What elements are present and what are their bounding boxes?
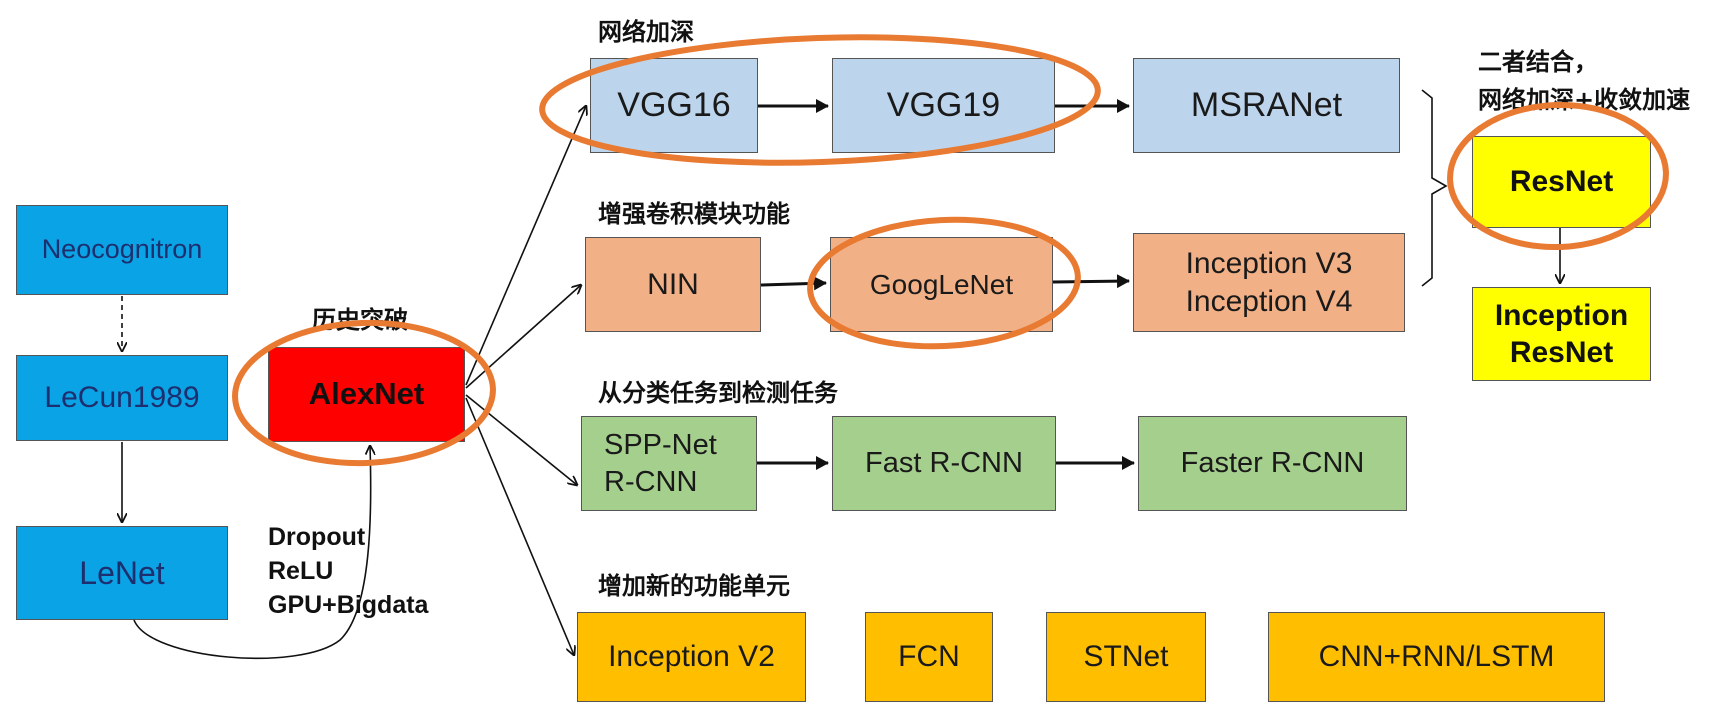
node-googlenet: GoogLeNet <box>830 237 1053 332</box>
node-lenet: LeNet <box>16 526 228 620</box>
label-combine-1: 二者结合， <box>1478 48 1598 76</box>
label-deepen: 网络加深 <box>598 18 694 46</box>
arrow-nin-googlenet <box>760 276 827 291</box>
label-enhance: 增强卷积模块功能 <box>598 200 790 228</box>
arrow-alexnet-nin <box>465 285 581 389</box>
node-fast-rcnn: Fast R-CNN <box>832 416 1056 511</box>
node-inception-v3-v4: Inception V3 Inception V4 <box>1133 233 1405 332</box>
node-nin: NIN <box>585 237 761 332</box>
node-neocognitron: Neocognitron <box>16 205 228 295</box>
node-cnn-rnn-lstm: CNN+RNN/LSTM <box>1268 612 1605 702</box>
node-alexnet: AlexNet <box>268 347 465 442</box>
arrow-alexnet-vgg16 <box>465 106 586 386</box>
node-spp-net-rcnn: SPP-Net R-CNN <box>581 416 757 511</box>
combine-brace <box>1421 89 1448 287</box>
node-fcn: FCN <box>865 612 993 702</box>
highlight-vgg <box>539 34 1101 166</box>
label-newunit: 增加新的功能单元 <box>598 572 790 600</box>
node-msranet: MSRANet <box>1133 58 1400 153</box>
node-lecun1989: LeCun1989 <box>16 355 228 441</box>
node-stnet: STNet <box>1046 612 1206 702</box>
factor-relu: ReLU <box>268 557 334 585</box>
factor-gpu-bigdata: GPU+Bigdata <box>268 591 429 619</box>
node-inception-v2: Inception V2 <box>577 612 806 702</box>
node-inception-resnet: Inception ResNet <box>1472 287 1651 381</box>
arrow-googlenet-inception <box>1052 274 1130 289</box>
arrow-lenet-alexnet <box>133 446 371 660</box>
node-vgg16: VGG16 <box>590 58 758 153</box>
highlight-resnet <box>1447 101 1669 251</box>
node-faster-rcnn: Faster R-CNN <box>1138 416 1407 511</box>
highlight-googlenet <box>807 216 1081 350</box>
arrow-alexnet-inception-v2 <box>465 397 574 655</box>
node-resnet: ResNet <box>1472 136 1651 228</box>
label-detection: 从分类任务到检测任务 <box>598 379 838 407</box>
factor-dropout: Dropout <box>268 523 366 551</box>
highlight-alexnet <box>232 319 496 467</box>
arrow-alexnet-spp <box>465 394 577 485</box>
alexnet-factors: Dropout ReLU GPU+Bigdata <box>268 520 428 622</box>
